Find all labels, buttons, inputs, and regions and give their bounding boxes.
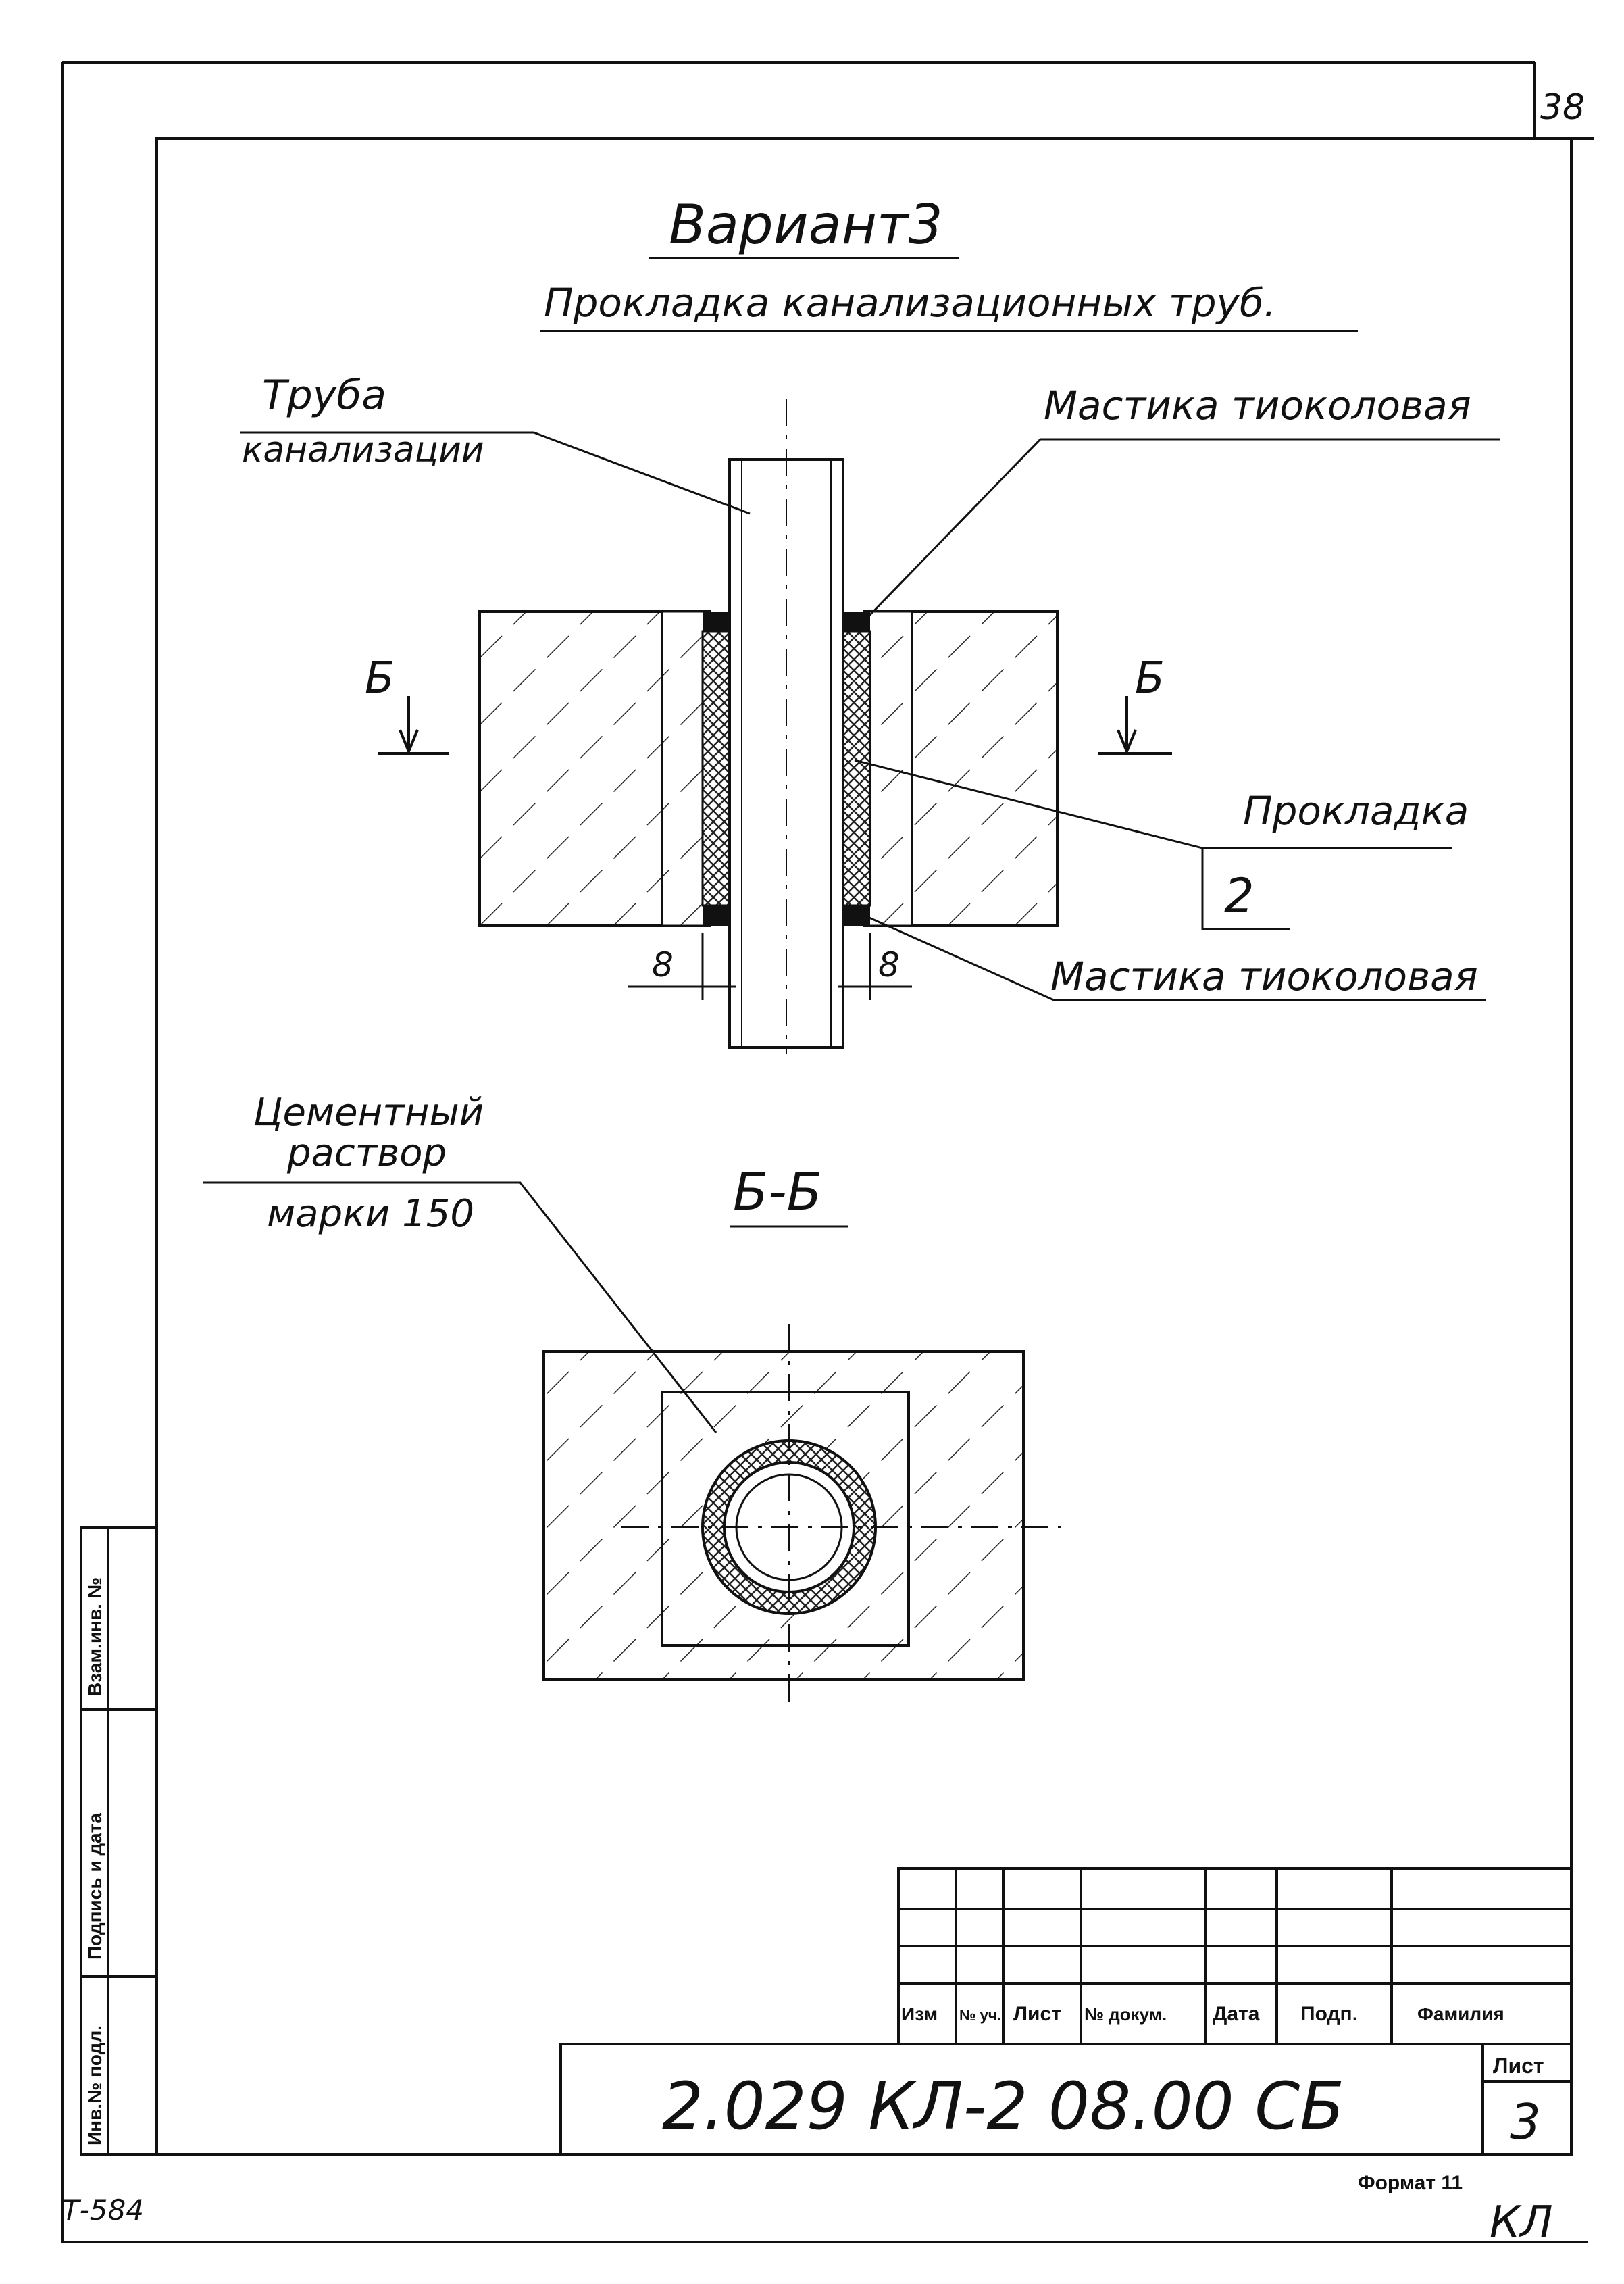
side-stamp — [80, 1526, 158, 2156]
tb-header-list: Лист — [1013, 2003, 1061, 2025]
cut-label-right: Б — [1135, 653, 1165, 703]
tb-header-n-uch: № уч. — [959, 2007, 1001, 2024]
dimension-lines — [628, 933, 912, 1000]
drawing-designation: 2.029 КЛ-2 08.00 СБ — [662, 2068, 1344, 2144]
mortar-label-line2: раствор — [286, 1131, 447, 1175]
leader-lines — [240, 431, 1500, 1001]
mortar-label-line3: марки 150 — [267, 1192, 474, 1236]
drawing-title: Вариант3 — [669, 193, 943, 256]
gasket-number: 2 — [1224, 868, 1254, 924]
section-axes — [621, 1324, 1061, 1703]
tb-header-izm: Изм — [901, 2004, 938, 2025]
grout-left — [661, 610, 711, 927]
side-stamp-cell-1: Взам.инв. № — [84, 1577, 105, 1696]
sheet-label: Лист — [1493, 2054, 1544, 2078]
mastic-top-right — [843, 612, 870, 632]
side-stamp-cell-2: Подпись и дата — [84, 1813, 105, 1960]
format-label: Формат 11 — [1358, 2172, 1463, 2194]
pipe-label-line1: Труба — [262, 372, 386, 419]
elevation-view — [478, 399, 1059, 1054]
title-block — [559, 1867, 1573, 2156]
mortar-leader — [203, 1181, 717, 1433]
section-title: Б-Б — [733, 1162, 822, 1222]
tb-header-podp: Подп. — [1300, 2003, 1358, 2025]
bottom-right-code: КЛ — [1490, 2198, 1553, 2248]
section-view — [542, 1324, 1061, 1703]
cut-label-left: Б — [365, 653, 395, 703]
mastic-label-bottom: Мастика тиоколовая — [1050, 953, 1478, 999]
tb-header-familiya: Фамилия — [1417, 2004, 1504, 2025]
mastic-label-top: Мастика тиоколовая — [1044, 382, 1471, 428]
dimension-left: 8 — [652, 945, 674, 985]
gasket-right — [842, 630, 871, 907]
mastic-bottom-left — [703, 905, 730, 926]
bottom-left-code: Т-584 — [62, 2193, 144, 2227]
pipe-label-line2: канализации — [242, 430, 484, 470]
mortar-label-line1: Цементный — [253, 1091, 484, 1135]
title-block-headers: Изм № уч. Лист № докум. Дата Подп. Фамил… — [901, 2003, 1504, 2025]
sheet-corner-number: 38 — [1540, 87, 1585, 128]
tb-header-data: Дата — [1213, 2003, 1260, 2025]
mastic-top-left — [703, 612, 730, 632]
dimension-right: 8 — [878, 945, 900, 985]
cut-marker-left — [378, 696, 449, 755]
sheet-number: 3 — [1510, 2093, 1541, 2150]
side-stamp-cell-3: Инв.№ подл. — [84, 2025, 105, 2145]
gasket-label: Прокладка — [1243, 788, 1469, 834]
drawing-subtitle: Прокладка канализационных труб. — [544, 280, 1276, 326]
gasket-left — [701, 630, 731, 907]
tb-header-n-dokum: № докум. — [1084, 2004, 1167, 2025]
cut-marker-right — [1098, 696, 1172, 755]
